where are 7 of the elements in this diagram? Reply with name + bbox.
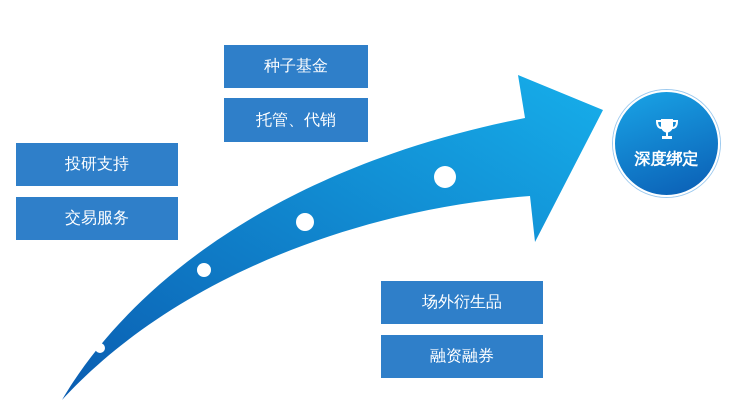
label-box: 托管、代销	[224, 98, 368, 142]
label-box: 种子基金	[224, 45, 368, 88]
label-box: 融资融券	[381, 335, 543, 378]
label-box: 交易服务	[16, 197, 178, 240]
goal-text: 深度绑定	[634, 149, 698, 170]
label-box: 投研支持	[16, 143, 178, 186]
label-box: 场外衍生品	[381, 281, 543, 324]
